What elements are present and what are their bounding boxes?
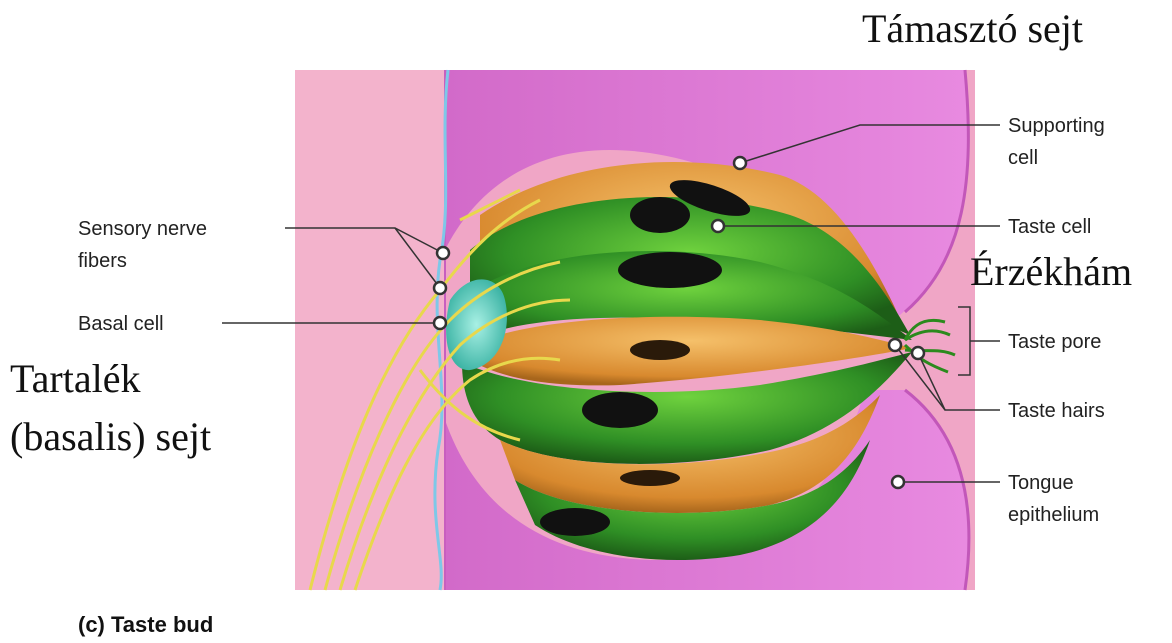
label-hu-basal-cell-line1: Tartalék — [10, 356, 140, 401]
figure-caption: (c) Taste bud — [78, 612, 213, 637]
label-supporting-cell-line1: Supporting — [1008, 115, 1105, 137]
label-taste-cell: Taste cell — [1008, 216, 1091, 238]
label-hu-sensory-epithelium: Érzékhám — [970, 249, 1132, 294]
label-tongue-epithelium-line1: Tongue — [1008, 472, 1074, 494]
label-taste-pore: Taste pore — [1008, 331, 1101, 353]
label-hu-supporting-cell: Támasztó sejt — [862, 6, 1083, 51]
label-tongue-epithelium-line2: epithelium — [1008, 504, 1099, 526]
label-sensory-nerve-fibers-line1: Sensory nerve — [78, 218, 207, 240]
label-basal-cell: Basal cell — [78, 313, 164, 335]
label-taste-hairs: Taste hairs — [1008, 400, 1105, 422]
label-hu-basal-cell-line2: (basalis) sejt — [10, 414, 211, 459]
label-sensory-nerve-fibers-line2: fibers — [78, 250, 127, 272]
label-supporting-cell-line2: cell — [1008, 147, 1038, 169]
